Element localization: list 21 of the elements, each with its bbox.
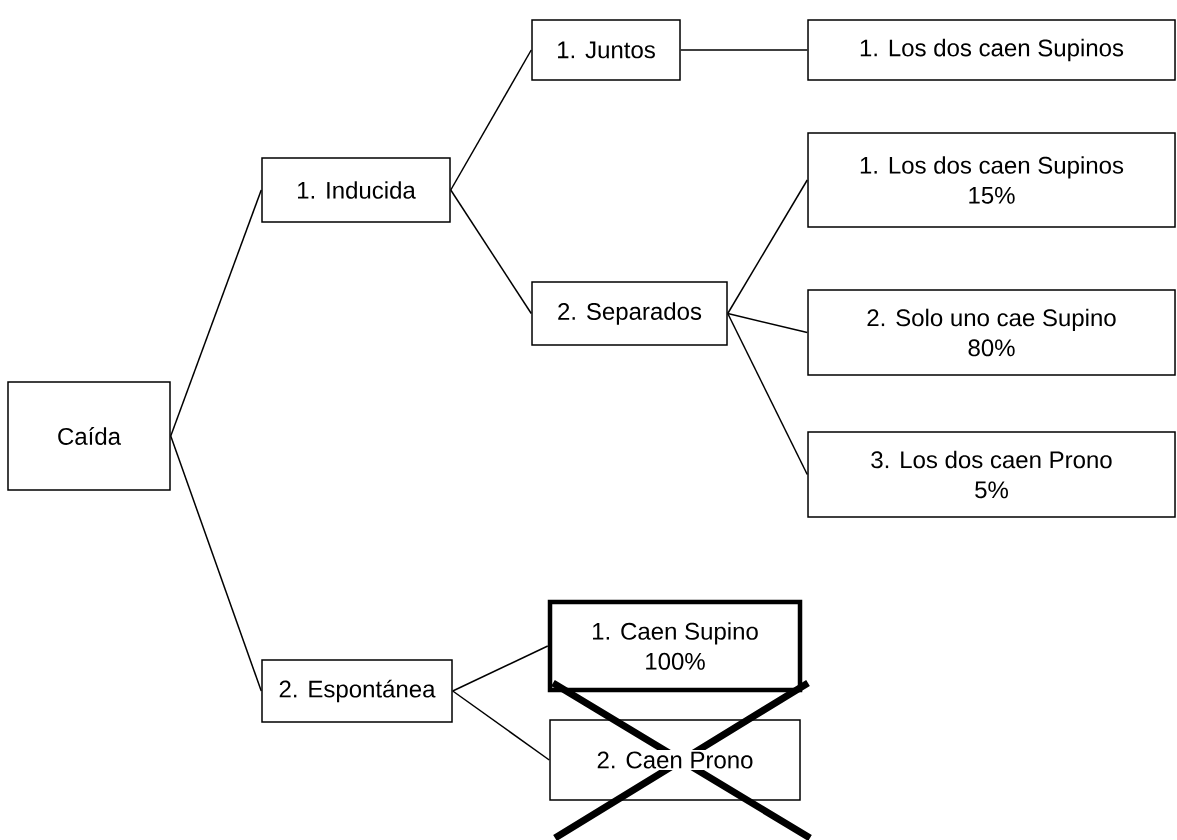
branch-box: 2. Separados [531, 281, 728, 346]
branch-box: 2. Caen Prono [549, 719, 801, 801]
branch-box: 1. Juntos [531, 19, 681, 81]
connector-line [450, 49, 532, 191]
branch-box: 1. Los dos caen Supinos [807, 19, 1176, 81]
connector-line [727, 179, 808, 315]
connector-line [452, 690, 550, 761]
connector-line [450, 189, 532, 315]
connector-line [680, 49, 808, 51]
branch-box: 1. Los dos caen Supinos 15% [807, 132, 1176, 228]
connector-line [170, 435, 262, 692]
connector-line [727, 312, 808, 334]
branch-box: 2. Espontánea [261, 659, 453, 723]
branch-box: 1. Inducida [261, 157, 451, 223]
branch-box: 2. Solo uno cae Supino 80% [807, 289, 1176, 376]
branch-box: 1. Caen Supino 100% [547, 599, 803, 693]
connector-line [727, 312, 808, 476]
branch-box: 3. Los dos caen Prono 5% [807, 431, 1176, 518]
branch-box: Caída [7, 381, 171, 491]
connector-line [452, 645, 549, 692]
connector-line [170, 189, 262, 437]
